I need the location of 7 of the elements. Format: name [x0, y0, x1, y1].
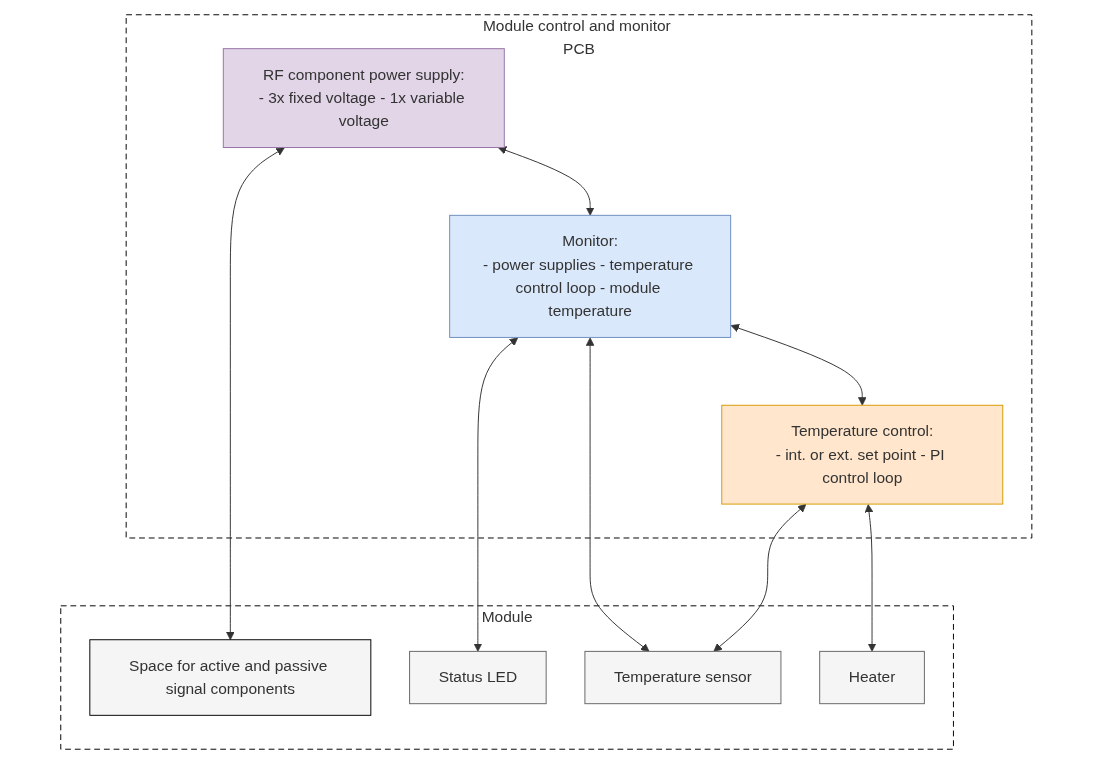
- node-box: Heater: [819, 650, 926, 705]
- node-box: Temperature sensor: [584, 650, 782, 705]
- node-box: Temperature control: - int. or ext. set point - PI control loop: [721, 404, 1004, 505]
- node-box: Status LED: [409, 650, 547, 705]
- node-box: Space for active and passive signal components: [89, 639, 372, 716]
- node-box: RF component power supply: - 3x fixed voltage - 1x variable voltage: [223, 48, 505, 148]
- node-box: Monitor: - power supplies - temperature control loop - module temperature: [449, 214, 732, 338]
